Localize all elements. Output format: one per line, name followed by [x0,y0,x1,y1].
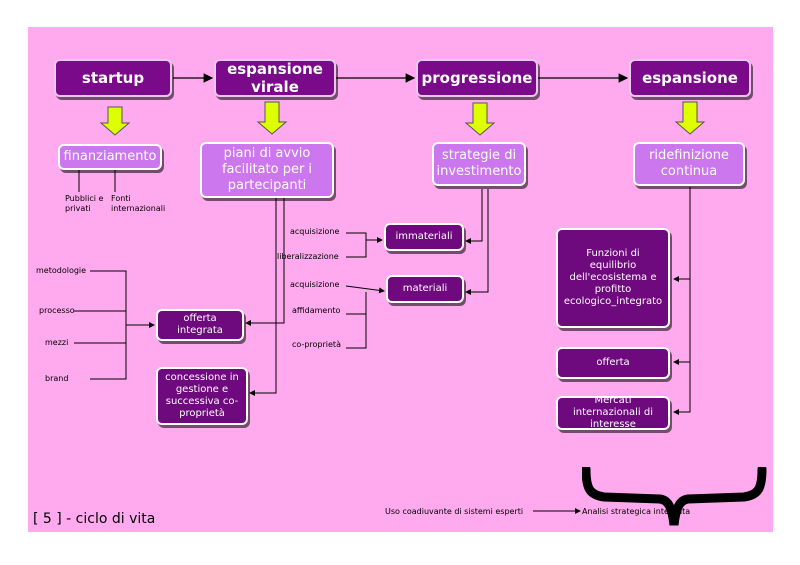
label-liberalization: liberalizzazione [277,252,339,261]
intangible-box: immateriali [384,223,464,251]
source-public-private: Pubblici e privati [65,194,104,213]
concession-box: concessione in gestione e successiva co-… [156,367,248,425]
phase-expansion: espansione [629,59,751,97]
connector-lines [74,73,706,514]
offer-box: offerta [556,347,670,379]
label-means: mezzi [45,338,69,347]
startup-plans-box: piani di avvio facilitato per i partecip… [200,142,334,198]
label-acquisition-1: acquisizione [290,227,340,236]
phase-viral-expansion: espansione virale [214,59,336,97]
legend-strategic-analysis: Analisi strategica integrata [582,507,691,516]
label-assignment: affidamento [292,306,341,315]
source-international: Fonti internazionali [111,194,166,213]
financing-box: finanziamento [58,144,162,170]
ecosystem-equilibrium-box: Funzioni di equilibrio dell'ecosistema e… [556,228,670,328]
label-acquisition-2: acquisizione [290,280,340,289]
label-brand: brand [45,374,69,383]
international-markets-box: Mercati internazionali di interesse [556,395,670,430]
material-box: materiali [386,275,464,303]
page-title: [ 5 ] - ciclo di vita [33,511,156,527]
phase-progression: progressione [416,59,538,97]
investment-strategies-box: strategie di investimento [432,142,526,186]
phase-startup: startup [54,59,172,97]
continuous-redefinition-box: ridefinizione continua [633,142,745,186]
legend-expert-systems: Uso coadiuvante di sistemi esperti [385,507,524,516]
label-process: processo [39,306,75,315]
diagram-canvas: startup espansione virale progressione e… [28,27,773,532]
yellow-arrows [99,101,706,136]
label-methodologies: metodologie [36,266,87,275]
label-coownership: co-proprietà [292,340,341,349]
integrated-offer-box: offerta integrata [156,309,244,341]
curly-brace [582,467,767,526]
